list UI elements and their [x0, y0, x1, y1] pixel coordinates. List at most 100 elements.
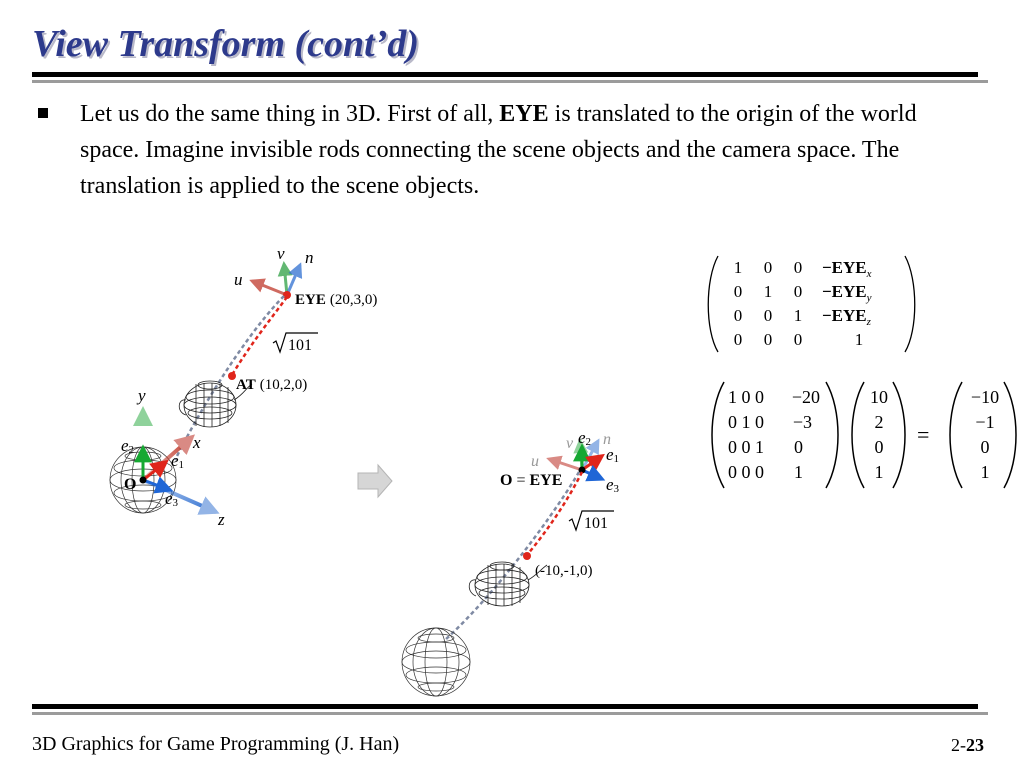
matrix-row: 0 1 0 −EYEy [734, 282, 872, 304]
top-rule-shadow [32, 80, 988, 83]
top-rule [32, 72, 978, 77]
eq-vector-cell: 1 [875, 462, 884, 482]
matrix-cell-eye-base: −EYE [822, 306, 867, 325]
label-v: v [277, 244, 285, 263]
dist-label: 101 [288, 337, 312, 354]
matrix-cell-eye-base: −EYE [822, 282, 867, 301]
label-e1-sub: 1 [179, 459, 185, 471]
eq-result-cell: −1 [975, 412, 994, 432]
matrix-cell: 1 [734, 258, 743, 277]
label-e3: e3 [606, 475, 620, 495]
bullet-text-post: is translated to the origin of the world… [80, 101, 917, 199]
eq-matrix-cell: 0 0 0 [728, 462, 764, 482]
at-point [523, 552, 531, 560]
translation-equation: 1 0 0 −20 0 1 0 −3 0 0 1 0 0 0 0 1 10 2 … [711, 381, 1017, 489]
matrix-cell-eye-sub: y [866, 292, 872, 304]
translation-matrix: 1 0 0 −EYEx 0 1 0 −EYEy 0 0 1 −EYEz 0 0 … [707, 255, 916, 353]
matrix-cell: 0 [794, 330, 803, 349]
matrix-cell: 1 [794, 306, 803, 325]
label-e2-base: e [121, 436, 129, 455]
teapot-wireframe [178, 380, 253, 428]
label-z: z [217, 510, 225, 529]
matrix-cell: 0 [734, 330, 743, 349]
matrix-cell-eye: −EYEy [822, 282, 872, 304]
eq-vector-right-paren [892, 381, 906, 489]
eq-vector-cell: 0 [875, 437, 884, 457]
label-e3-sub: 3 [614, 483, 620, 495]
sqrt-sign [272, 332, 318, 354]
bottom-rule-shadow [32, 712, 988, 715]
sphere-wireframe [401, 627, 471, 697]
matrix-cell-eye: −EYEz [822, 306, 872, 328]
transition-arrow-icon [357, 463, 393, 499]
page-number-value: 23 [966, 735, 984, 755]
eq-vector-cell: 10 [870, 387, 888, 407]
matrix-cell: 0 [794, 258, 803, 277]
origin-eq-label: O = EYE [500, 472, 562, 489]
eye-label-line: EYE(20,3,0) [295, 292, 377, 308]
matrix-cell-eye-sub: z [866, 316, 872, 328]
matrix-left-paren [707, 255, 719, 353]
matrix-cell-eye-base: −EYE [822, 258, 867, 277]
camera-u-axis [249, 278, 288, 297]
eq-matrix-right-paren [825, 381, 839, 489]
label-v-faded: v [566, 435, 574, 452]
label-e1-base: e [606, 445, 614, 464]
bullet-text-bold: EYE [499, 101, 549, 127]
eq-matrix-cell: 1 [794, 462, 803, 482]
eq-result-right-paren [1003, 381, 1017, 489]
matrix-row: 0 0 0 1 [734, 330, 864, 349]
camera-n-axis [285, 262, 303, 296]
label-x: x [192, 433, 201, 452]
origin-point [139, 476, 147, 484]
matrix-cell: 0 [764, 330, 773, 349]
eq-result-cell: −10 [971, 387, 999, 407]
camera-v-axis [277, 261, 293, 296]
basis-e3 [142, 476, 174, 494]
label-n-faded: n [603, 431, 611, 448]
bullet-icon [38, 108, 48, 118]
matrix-cell: 0 [794, 282, 803, 301]
matrix-row: 1 0 0 −EYEx [734, 258, 872, 280]
label-u-faded: u [531, 453, 539, 470]
label-e2-base: e [578, 428, 586, 447]
bullet-text: Let us do the same thing in 3D. First of… [80, 96, 980, 204]
eq-matrix-left-paren [711, 381, 725, 489]
page-number: 2-23 [951, 735, 984, 756]
at-point [228, 372, 236, 380]
label-y: y [136, 386, 146, 405]
eq-matrix-cell: 0 0 1 [728, 437, 764, 457]
matrix-cell: 0 [734, 282, 743, 301]
footer-text: 3D Graphics for Game Programming (J. Han… [32, 733, 400, 755]
matrix-cell: 1 [855, 330, 864, 349]
bottom-rule [32, 704, 978, 709]
eq-vector-cell: 2 [875, 412, 884, 432]
label-origin: O [124, 476, 136, 493]
label-e1-base: e [171, 451, 179, 470]
rod-grey [444, 471, 581, 641]
rod-red [526, 471, 584, 556]
basis-e1 [142, 459, 169, 482]
at-coords: (-10,-1,0) [535, 563, 592, 579]
matrix-cell: 0 [734, 306, 743, 325]
page-number-prefix: 2- [951, 735, 966, 755]
rod-red [230, 296, 289, 376]
slide-title: View Transform (cont’d) [32, 23, 420, 65]
eye-label: EYE [295, 292, 326, 308]
at-label-line: AT(10,2,0) [236, 377, 307, 393]
origin-eq-o: O [500, 472, 512, 489]
label-e2-sub: 2 [586, 436, 592, 448]
matrix-right-paren [904, 255, 916, 353]
eye-coords: (20,3,0) [330, 292, 378, 308]
left-figure: v n u EYE(20,3,0) 101 AT(10,2,0) [109, 244, 377, 529]
eq-result-cell: 0 [981, 437, 990, 457]
eq-matrix-cell: 1 0 0 [728, 387, 764, 407]
matrix-cell: 0 [764, 306, 773, 325]
eq-result-left-paren [949, 381, 963, 489]
bullet-text-pre: Let us do the same thing in 3D. First of… [80, 101, 500, 127]
eq-result-cell: 1 [981, 462, 990, 482]
matrix-cell: 1 [764, 282, 773, 301]
right-figure: v n u e2 e1 e3 O = EYE 101 (-10,-1,0) [401, 428, 620, 697]
label-e3-base: e [606, 475, 614, 494]
